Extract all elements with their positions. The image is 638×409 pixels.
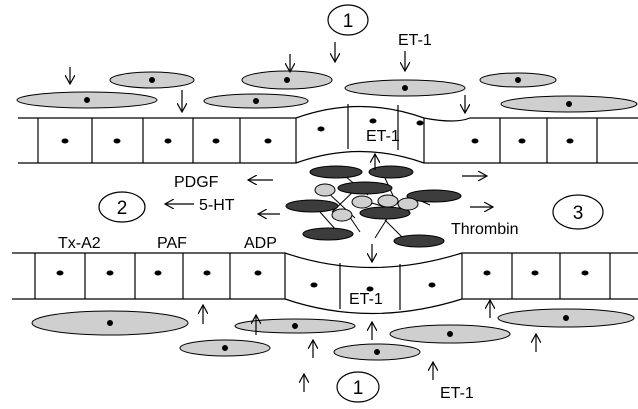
et1-label-bottom-inner: ET-1 <box>349 291 383 308</box>
smooth-muscle-cell <box>203 93 309 109</box>
smooth-muscle-cell <box>500 95 638 113</box>
lower-endothelial-nuclei <box>56 270 589 292</box>
smooth-muscle-cell <box>31 310 189 336</box>
thrombin-label: Thrombin <box>451 221 519 238</box>
smooth-muscle-cell <box>234 318 356 334</box>
upper-endothelium <box>18 104 638 164</box>
resting-platelets <box>314 183 419 222</box>
marker-label: 3 <box>573 203 584 224</box>
smooth-muscle-cell <box>389 324 511 344</box>
et1-label-top-inner: ET-1 <box>366 128 400 145</box>
smooth-muscle-cell <box>109 71 195 89</box>
adp-label: ADP <box>244 235 277 252</box>
smooth-muscle-cell <box>241 70 333 90</box>
marker-label: 2 <box>117 198 128 219</box>
activated-platelets <box>285 165 462 248</box>
smooth-muscle-cell <box>497 308 635 328</box>
pdgf-label: PDGF <box>174 174 219 191</box>
marker-1-top: 1 <box>327 4 369 36</box>
smooth-muscle-cell <box>333 343 421 361</box>
et1-label-top-outer: ET-1 <box>398 32 432 49</box>
mediator-labels: ET-1 ET-1 PDGF 5-HT Tx-A2 PAF ADP Thromb… <box>58 32 519 402</box>
lower-endothelium <box>12 252 638 315</box>
paf-label: PAF <box>157 235 187 252</box>
arrows <box>70 42 536 392</box>
txa2-label: Tx-A2 <box>58 235 101 252</box>
smooth-muscle-cell <box>16 91 158 109</box>
marker-1-bottom: 1 <box>336 371 380 403</box>
et1-label-bottom-outer: ET-1 <box>440 385 474 402</box>
smooth-muscle-cell <box>479 72 557 88</box>
5ht-label: 5-HT <box>199 197 235 214</box>
upper-endothelial-nuclei <box>61 118 574 144</box>
marker-label: 1 <box>353 378 364 399</box>
smooth-muscle-cell <box>179 339 271 357</box>
upper-smooth-muscle-cells <box>16 70 638 113</box>
smooth-muscle-cell <box>344 79 466 97</box>
platelet-aggregate <box>285 165 462 248</box>
marker-label: 1 <box>343 11 354 32</box>
marker-2-left: 2 <box>98 191 146 223</box>
lower-smooth-muscle-cells <box>31 308 635 361</box>
marker-3-right: 3 <box>552 194 604 230</box>
